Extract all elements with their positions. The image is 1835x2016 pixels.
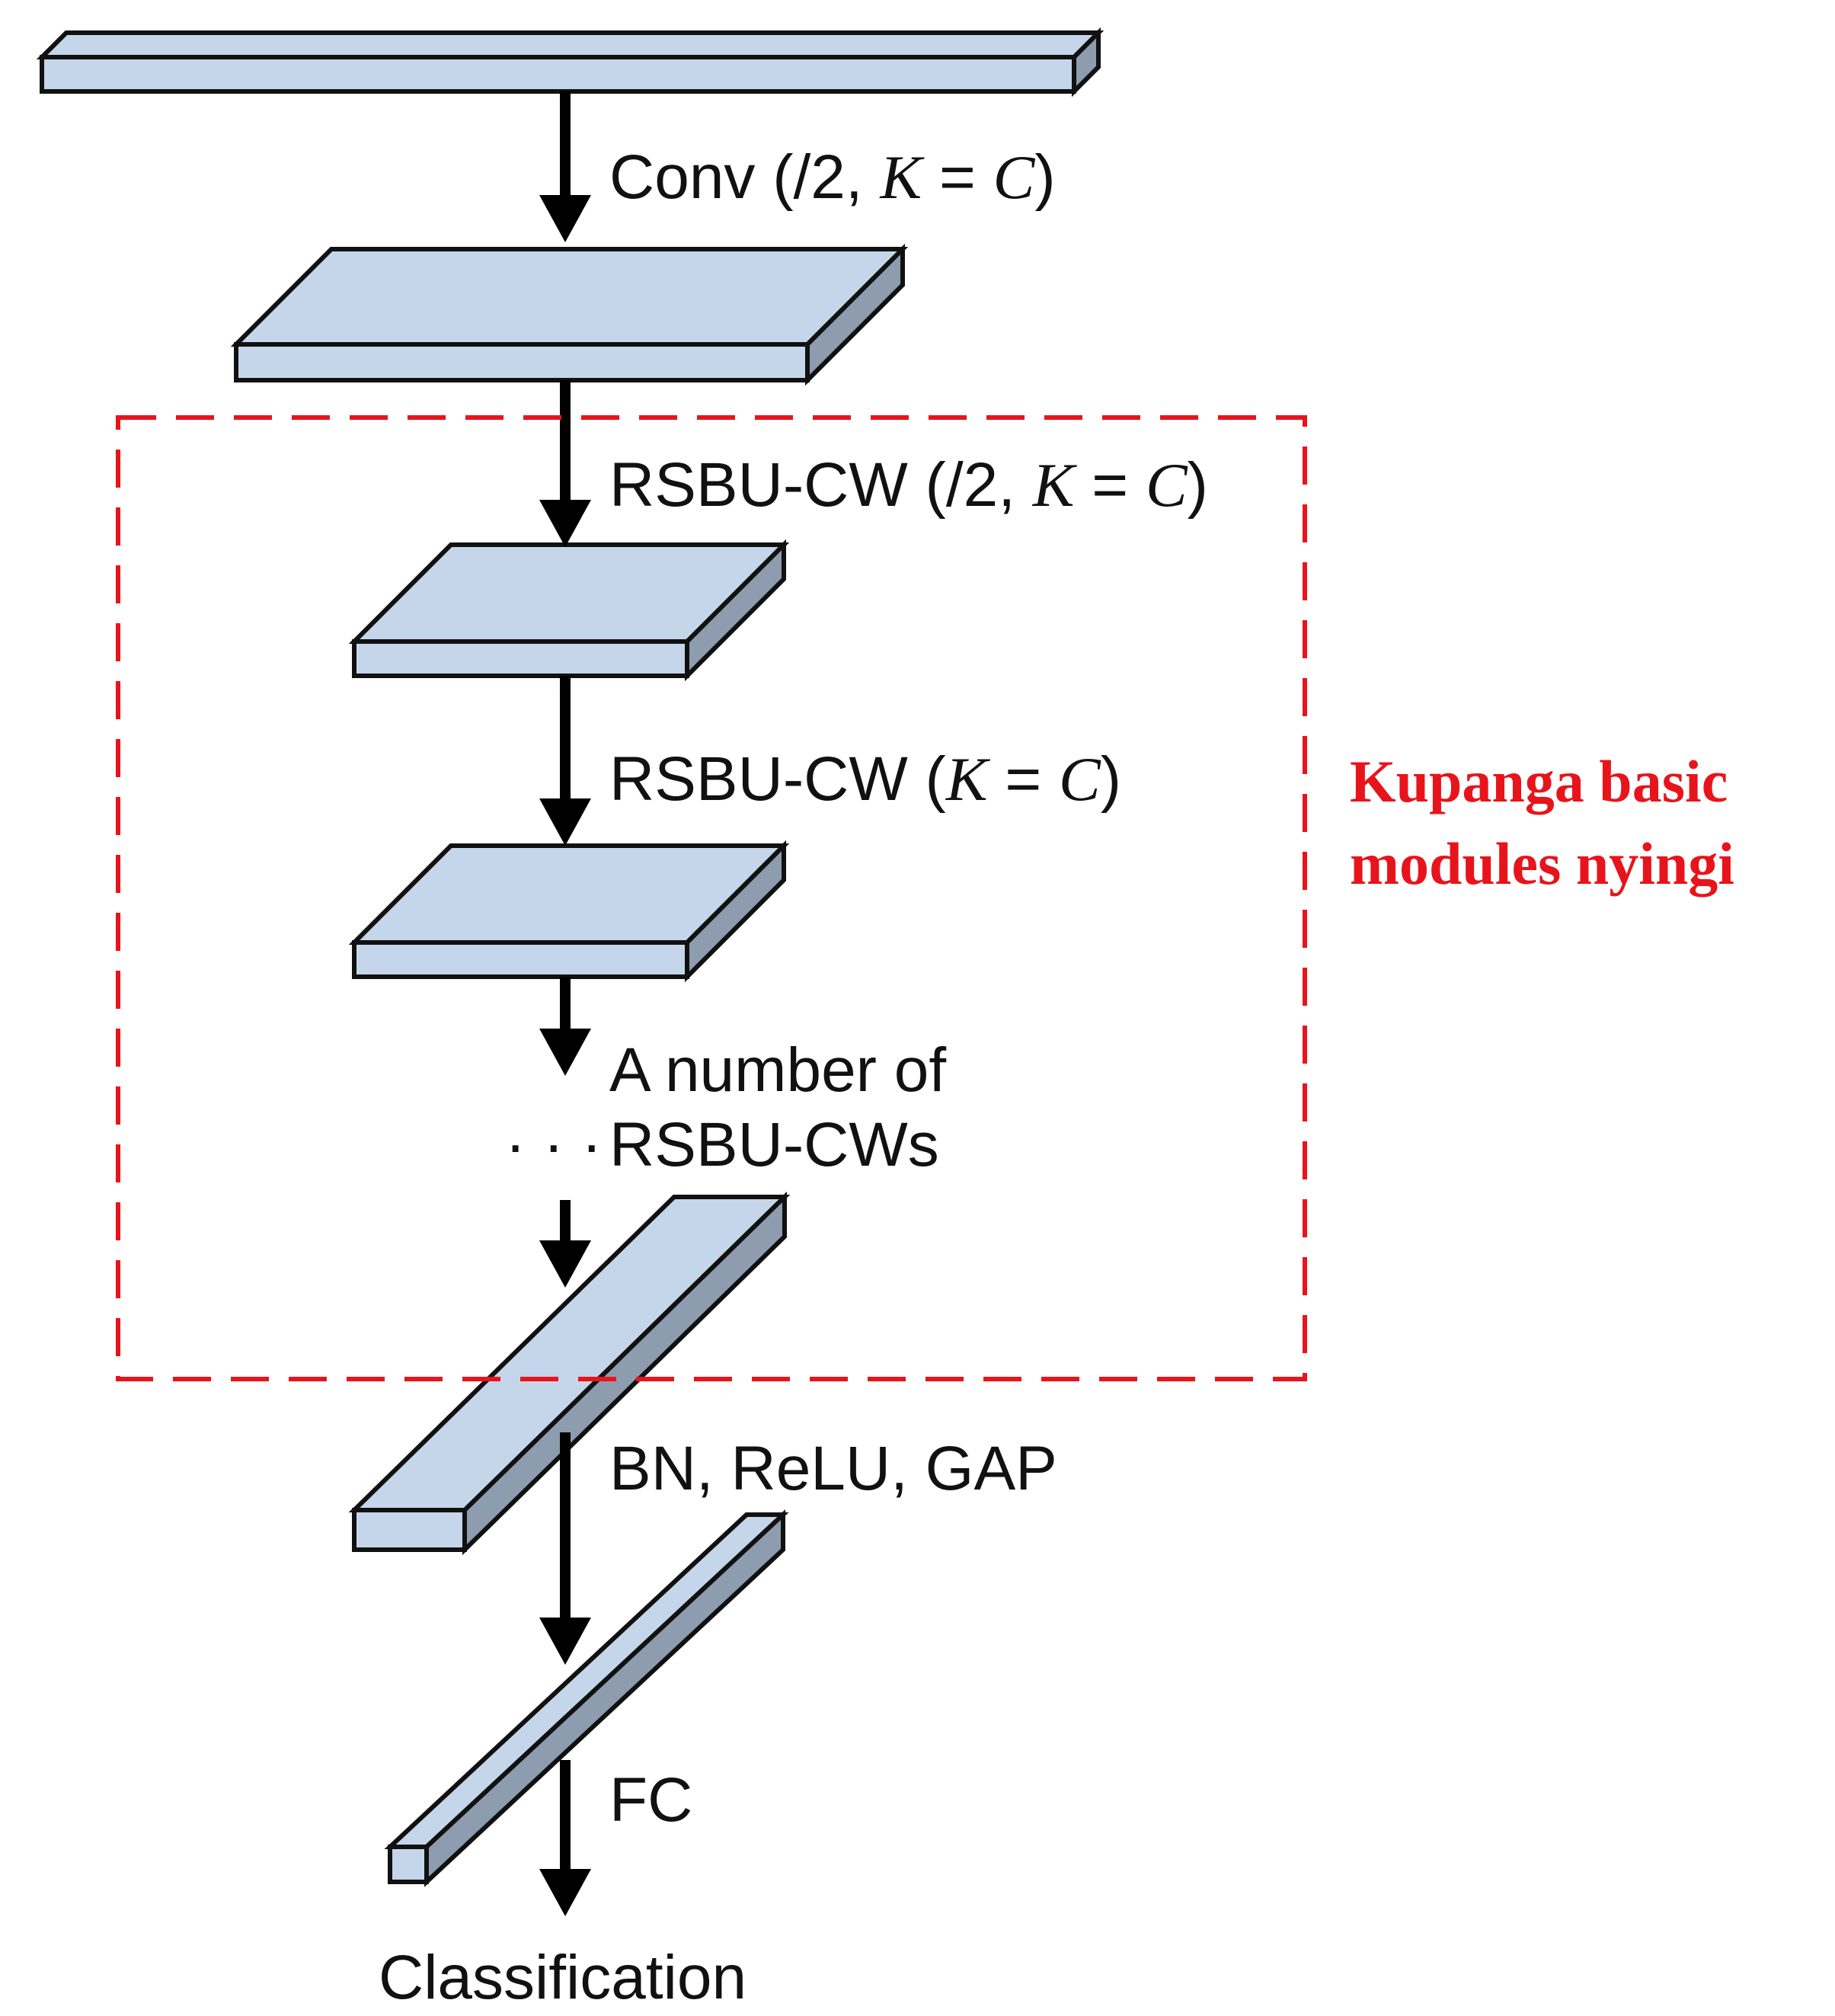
conv-output-block [230, 243, 909, 386]
conv-output-block-front-face [234, 342, 810, 382]
arrow-rsbu-cw-n [539, 977, 591, 1076]
bn-relu-gap-label: BN, ReLU, GAP [609, 1434, 1057, 1503]
rsbu-stack-output-block-front-face [352, 1508, 467, 1552]
rsbu-cw-1-label: RSBU-CW (/2, K = C) [609, 450, 1208, 520]
gap-output-block-side-face [424, 1509, 785, 1887]
annotation-line-1: Kupanga basic [1350, 748, 1728, 814]
input-layer-block-front-face [40, 55, 1076, 94]
ellipsis-label: · · · [505, 1110, 602, 1179]
basic-modules-highlight-box [116, 415, 1307, 1381]
rsbu-stack-output-block [348, 1191, 791, 1556]
arrow-conv [539, 91, 591, 242]
arrows-layer [539, 91, 591, 1916]
input-layer-block [36, 27, 1105, 98]
arrow-fc [539, 1760, 591, 1916]
rsbu-cw-2-label: RSBU-CW (K = C) [609, 744, 1121, 814]
rsbu-cw-2-output-block [348, 840, 790, 983]
gap-output-block-front-face [388, 1845, 429, 1884]
arrow-bn-relu-gap [539, 1432, 591, 1665]
arrow-into-stack-head [539, 1240, 591, 1288]
conv-label: Conv (/2, K = C) [609, 142, 1056, 212]
gap-output-block [384, 1509, 789, 1887]
arrow-rsbu-cw-1 [539, 380, 591, 547]
arrow-bn-relu-gap-head [539, 1618, 591, 1665]
classification-label: Classification [379, 1943, 746, 2012]
arrow-rsbu-cw-1-head [539, 500, 591, 547]
arrow-rsbu-cw-2-head [539, 798, 591, 846]
rsbu-cw-1-output-block-front-face [352, 639, 689, 678]
arrow-conv-head [539, 195, 591, 242]
rsbu-cw-1-output-block [348, 539, 790, 682]
conv-output-block-top-face [230, 247, 909, 347]
rsbu-cw-2-output-block-front-face [352, 940, 689, 979]
input-layer-block-top-face [36, 30, 1105, 59]
arrow-fc-head [539, 1869, 591, 1916]
annotation-line-2: modules nyingi [1350, 830, 1734, 897]
gap-output-block-top-face [384, 1512, 789, 1849]
rsbu-cws-label: RSBU-CWs [609, 1110, 939, 1179]
arrow-rsbu-cw-n-head [539, 1029, 591, 1076]
arrow-into-stack [539, 1200, 591, 1288]
blocks-layer [36, 27, 1105, 1887]
fc-label: FC [609, 1765, 692, 1835]
number-of-label: A number of [609, 1035, 946, 1105]
arrow-rsbu-cw-2 [539, 676, 591, 846]
